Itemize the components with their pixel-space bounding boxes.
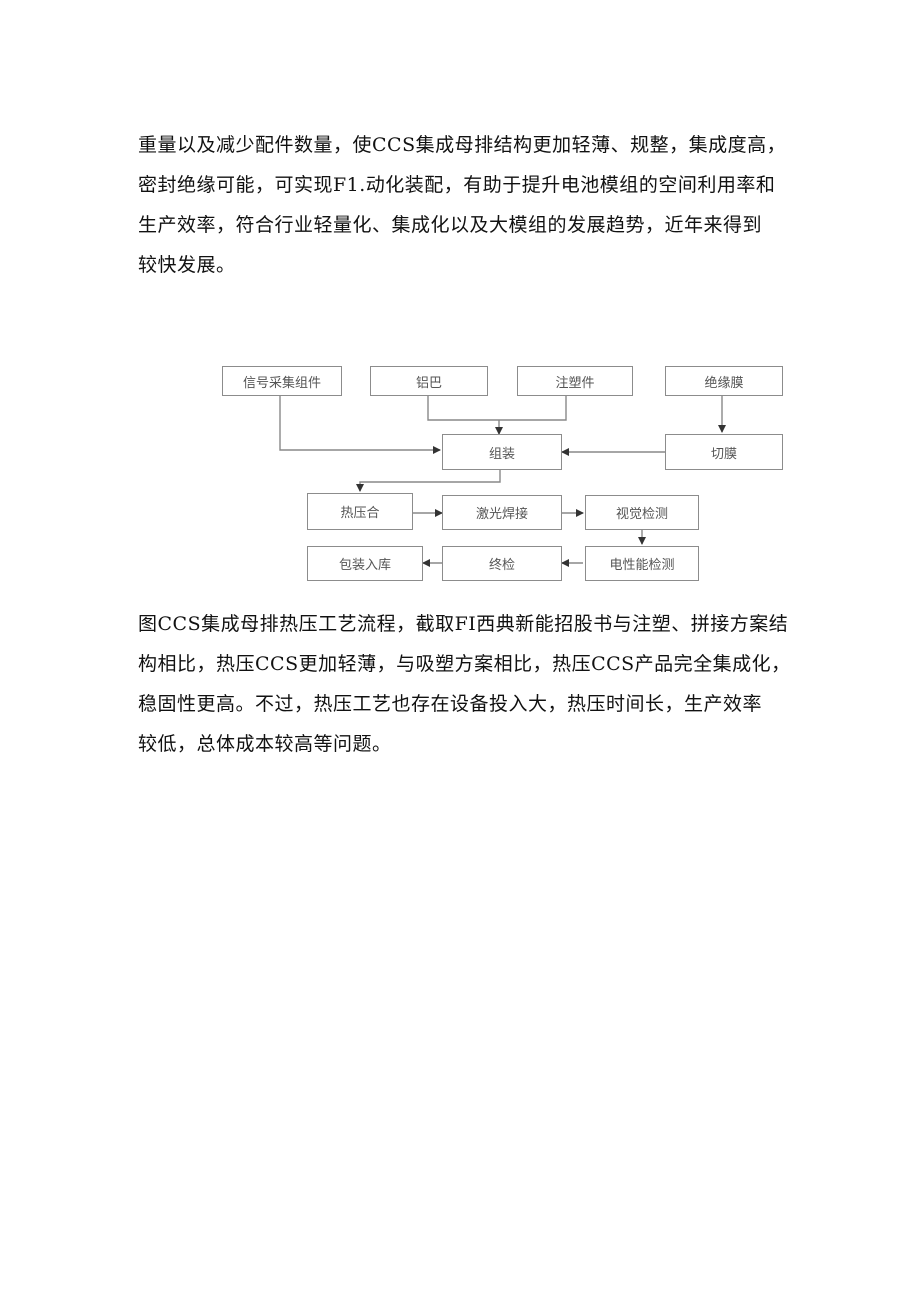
- text-line: 较低，总体成本较高等问题。: [138, 733, 392, 755]
- node-injection-part: 注塑件: [517, 366, 633, 396]
- node-final-inspect: 终检: [442, 546, 562, 581]
- arrow-signal-to-assembly: [279, 396, 441, 454]
- text-line: 构相比，热压CCS更加轻薄，与吸塑方案相比，热压CCS产品完全集成化，: [138, 653, 791, 675]
- text-line: 图CCS集成母排热压工艺流程，截取FI西典新能招股书与注塑、拼接方案结: [138, 613, 789, 635]
- node-aluminum-bar: 铝巴: [370, 366, 488, 396]
- connector-aluminum-injection: [427, 396, 567, 421]
- node-signal-collector: 信号采集组件: [222, 366, 342, 396]
- node-package-storage: 包装入库: [307, 546, 423, 581]
- node-electrical-inspect: 电性能检测: [585, 546, 699, 581]
- arrow-assembly-to-hotpress: [356, 470, 501, 492]
- text-line: 密封绝缘可能，可实现F1.动化装配，有助于提升电池模组的空间利用率和: [138, 174, 776, 196]
- flowchart-connectors: [279, 396, 726, 567]
- node-laser-weld: 激光焊接: [442, 495, 562, 530]
- text-line: 生产效率，符合行业轻量化、集成化以及大模组的发展趋势，近年来得到: [138, 214, 763, 236]
- process-flowchart: 信号采集组件 铝巴 注塑件 绝缘膜 组装 切膜 热压合 激光焊接 视觉检测 包装…: [210, 358, 785, 588]
- node-assembly: 组装: [442, 434, 562, 470]
- text-line: 重量以及减少配件数量，使CCS集成母排结构更加轻薄、规整，集成度高，: [138, 134, 787, 156]
- paragraph-caption: 图CCS集成母排热压工艺流程，截取FI西典新能招股书与注塑、拼接方案结 构相比，…: [138, 604, 791, 764]
- node-cut-film: 切膜: [665, 434, 783, 470]
- node-hot-press: 热压合: [307, 493, 413, 530]
- node-visual-inspect: 视觉检测: [585, 495, 699, 530]
- text-line: 稳固性更高。不过，热压工艺也存在设备投入大，热压时间长，生产效率: [138, 693, 763, 715]
- text-line: 较快发展。: [138, 254, 236, 276]
- node-insulation-film: 绝缘膜: [665, 366, 783, 396]
- paragraph-intro: 重量以及减少配件数量，使CCS集成母排结构更加轻薄、规整，集成度高， 密封绝缘可…: [138, 125, 788, 285]
